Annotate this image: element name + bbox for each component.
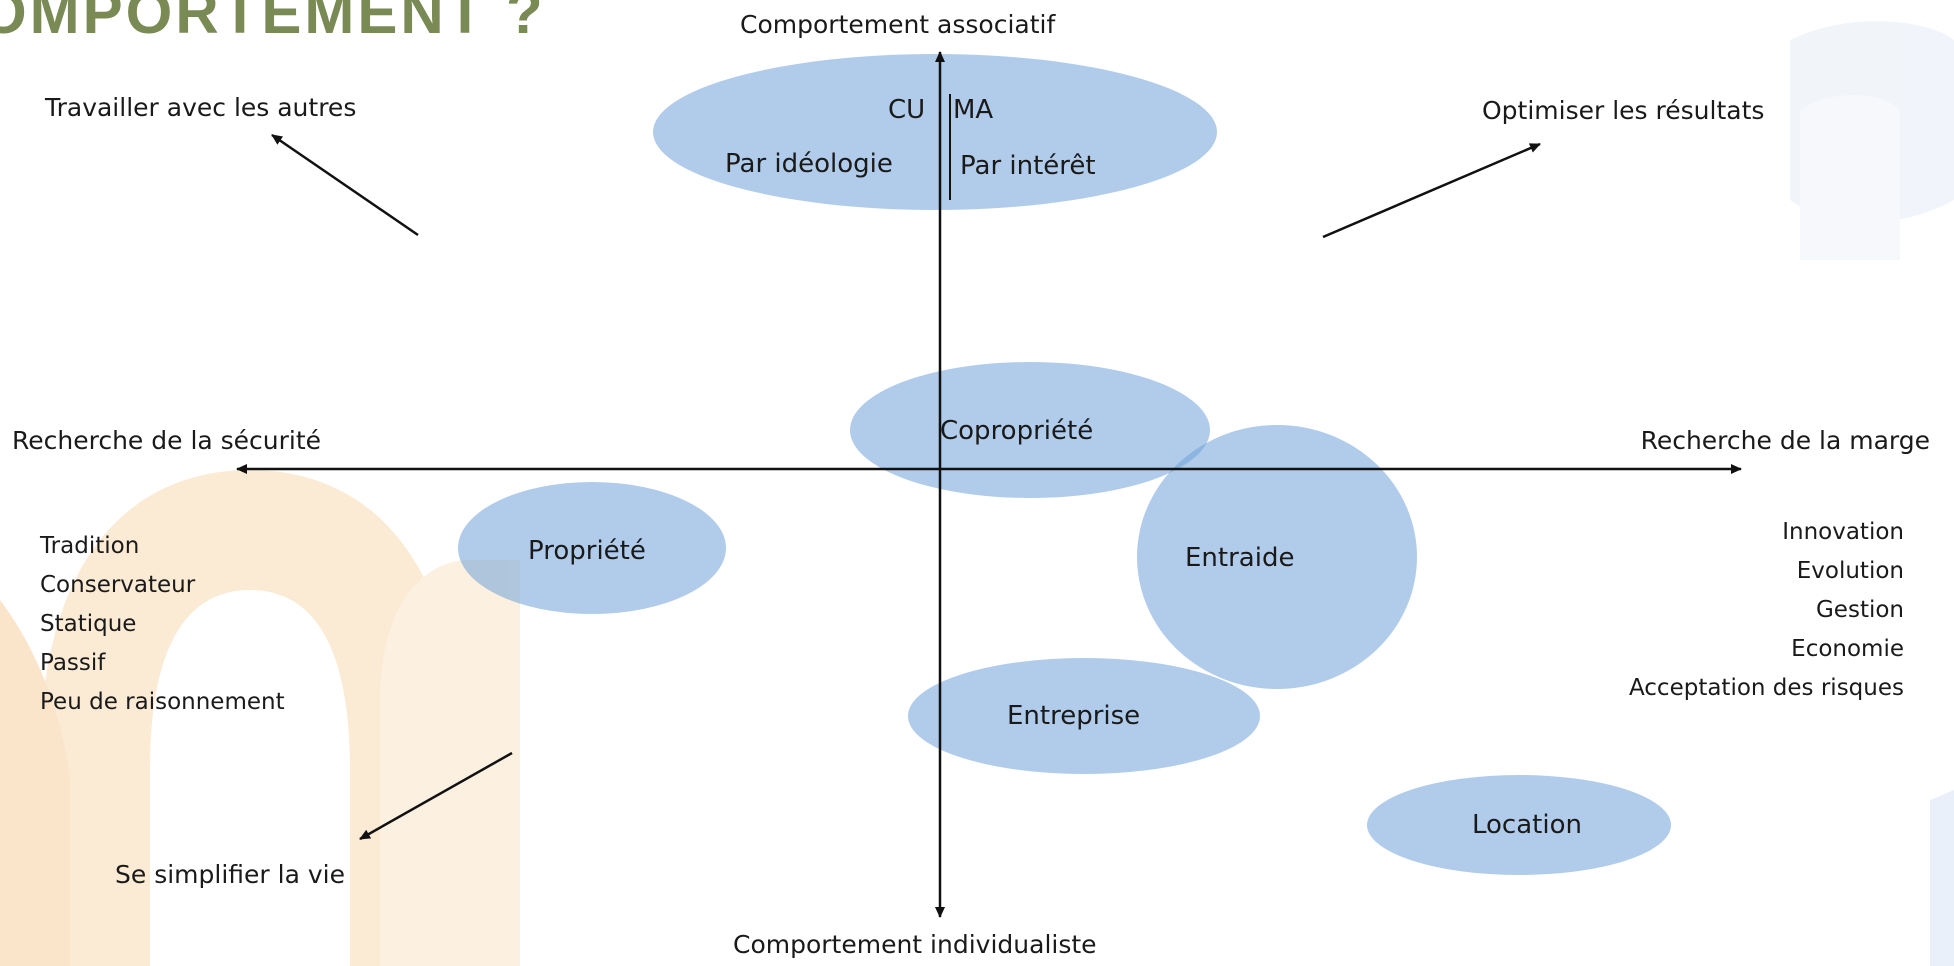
- left-trait-item: Passif: [40, 650, 106, 676]
- cuma-label-left: CU: [888, 95, 926, 125]
- ellipse-propriete: [458, 482, 726, 614]
- left-trait-item: Conservateur: [40, 572, 196, 598]
- ellipse-location: [1367, 775, 1671, 875]
- right-trait-item: Acceptation des risques: [1628, 675, 1904, 701]
- corner-top-right-label: Optimiser les résultats: [1482, 96, 1765, 125]
- watermark-logo-left: [0, 470, 520, 966]
- cuma-sub-left: Par idéologie: [725, 149, 893, 179]
- watermark-logo-right: [1790, 21, 1954, 966]
- entreprise-label: Entreprise: [1007, 701, 1141, 731]
- axis-right-label: Recherche de la marge: [1640, 426, 1930, 455]
- right-trait-item: Innovation: [1782, 519, 1904, 545]
- cuma-label-right: MA: [953, 95, 994, 125]
- axis-top-label: Comportement associatif: [740, 10, 1056, 39]
- arrow-top-left: [271, 133, 419, 237]
- left-trait-item: Tradition: [40, 533, 140, 559]
- ellipse-layer: [458, 54, 1671, 875]
- arrow-bottom-left: [359, 751, 513, 841]
- right-trait-item: Evolution: [1796, 558, 1904, 584]
- corner-bottom-left-label: Se simplifier la vie: [115, 860, 345, 889]
- corner-top-left-label: Travailler avec les autres: [45, 93, 357, 122]
- entraide-label: Entraide: [1185, 543, 1295, 573]
- ellipse-entraide: [1137, 425, 1417, 689]
- left-trait-item: Statique: [40, 611, 137, 637]
- right-traits-list: Innovation Evolution Gestion Economie Ac…: [1560, 513, 1904, 708]
- right-trait-item: Gestion: [1815, 597, 1904, 623]
- cuma-sub-right: Par intérêt: [960, 151, 1096, 181]
- copropriete-label: Copropriété: [940, 416, 1094, 446]
- arrow-top-right: [1322, 142, 1541, 239]
- ellipse-cuma: [653, 54, 1217, 210]
- page-title: OMPORTEMENT ?: [0, 0, 546, 46]
- propriete-label: Propriété: [528, 536, 646, 566]
- right-trait-item: Economie: [1791, 636, 1904, 662]
- left-traits-list: Tradition Conservateur Statique Passif P…: [40, 527, 285, 722]
- axis-bottom-label: Comportement individualiste: [733, 930, 1097, 959]
- axis-left-label: Recherche de la sécurité: [12, 426, 322, 455]
- location-label: Location: [1472, 810, 1582, 840]
- ellipse-entreprise: [908, 658, 1260, 774]
- left-trait-item: Peu de raisonnement: [40, 689, 285, 715]
